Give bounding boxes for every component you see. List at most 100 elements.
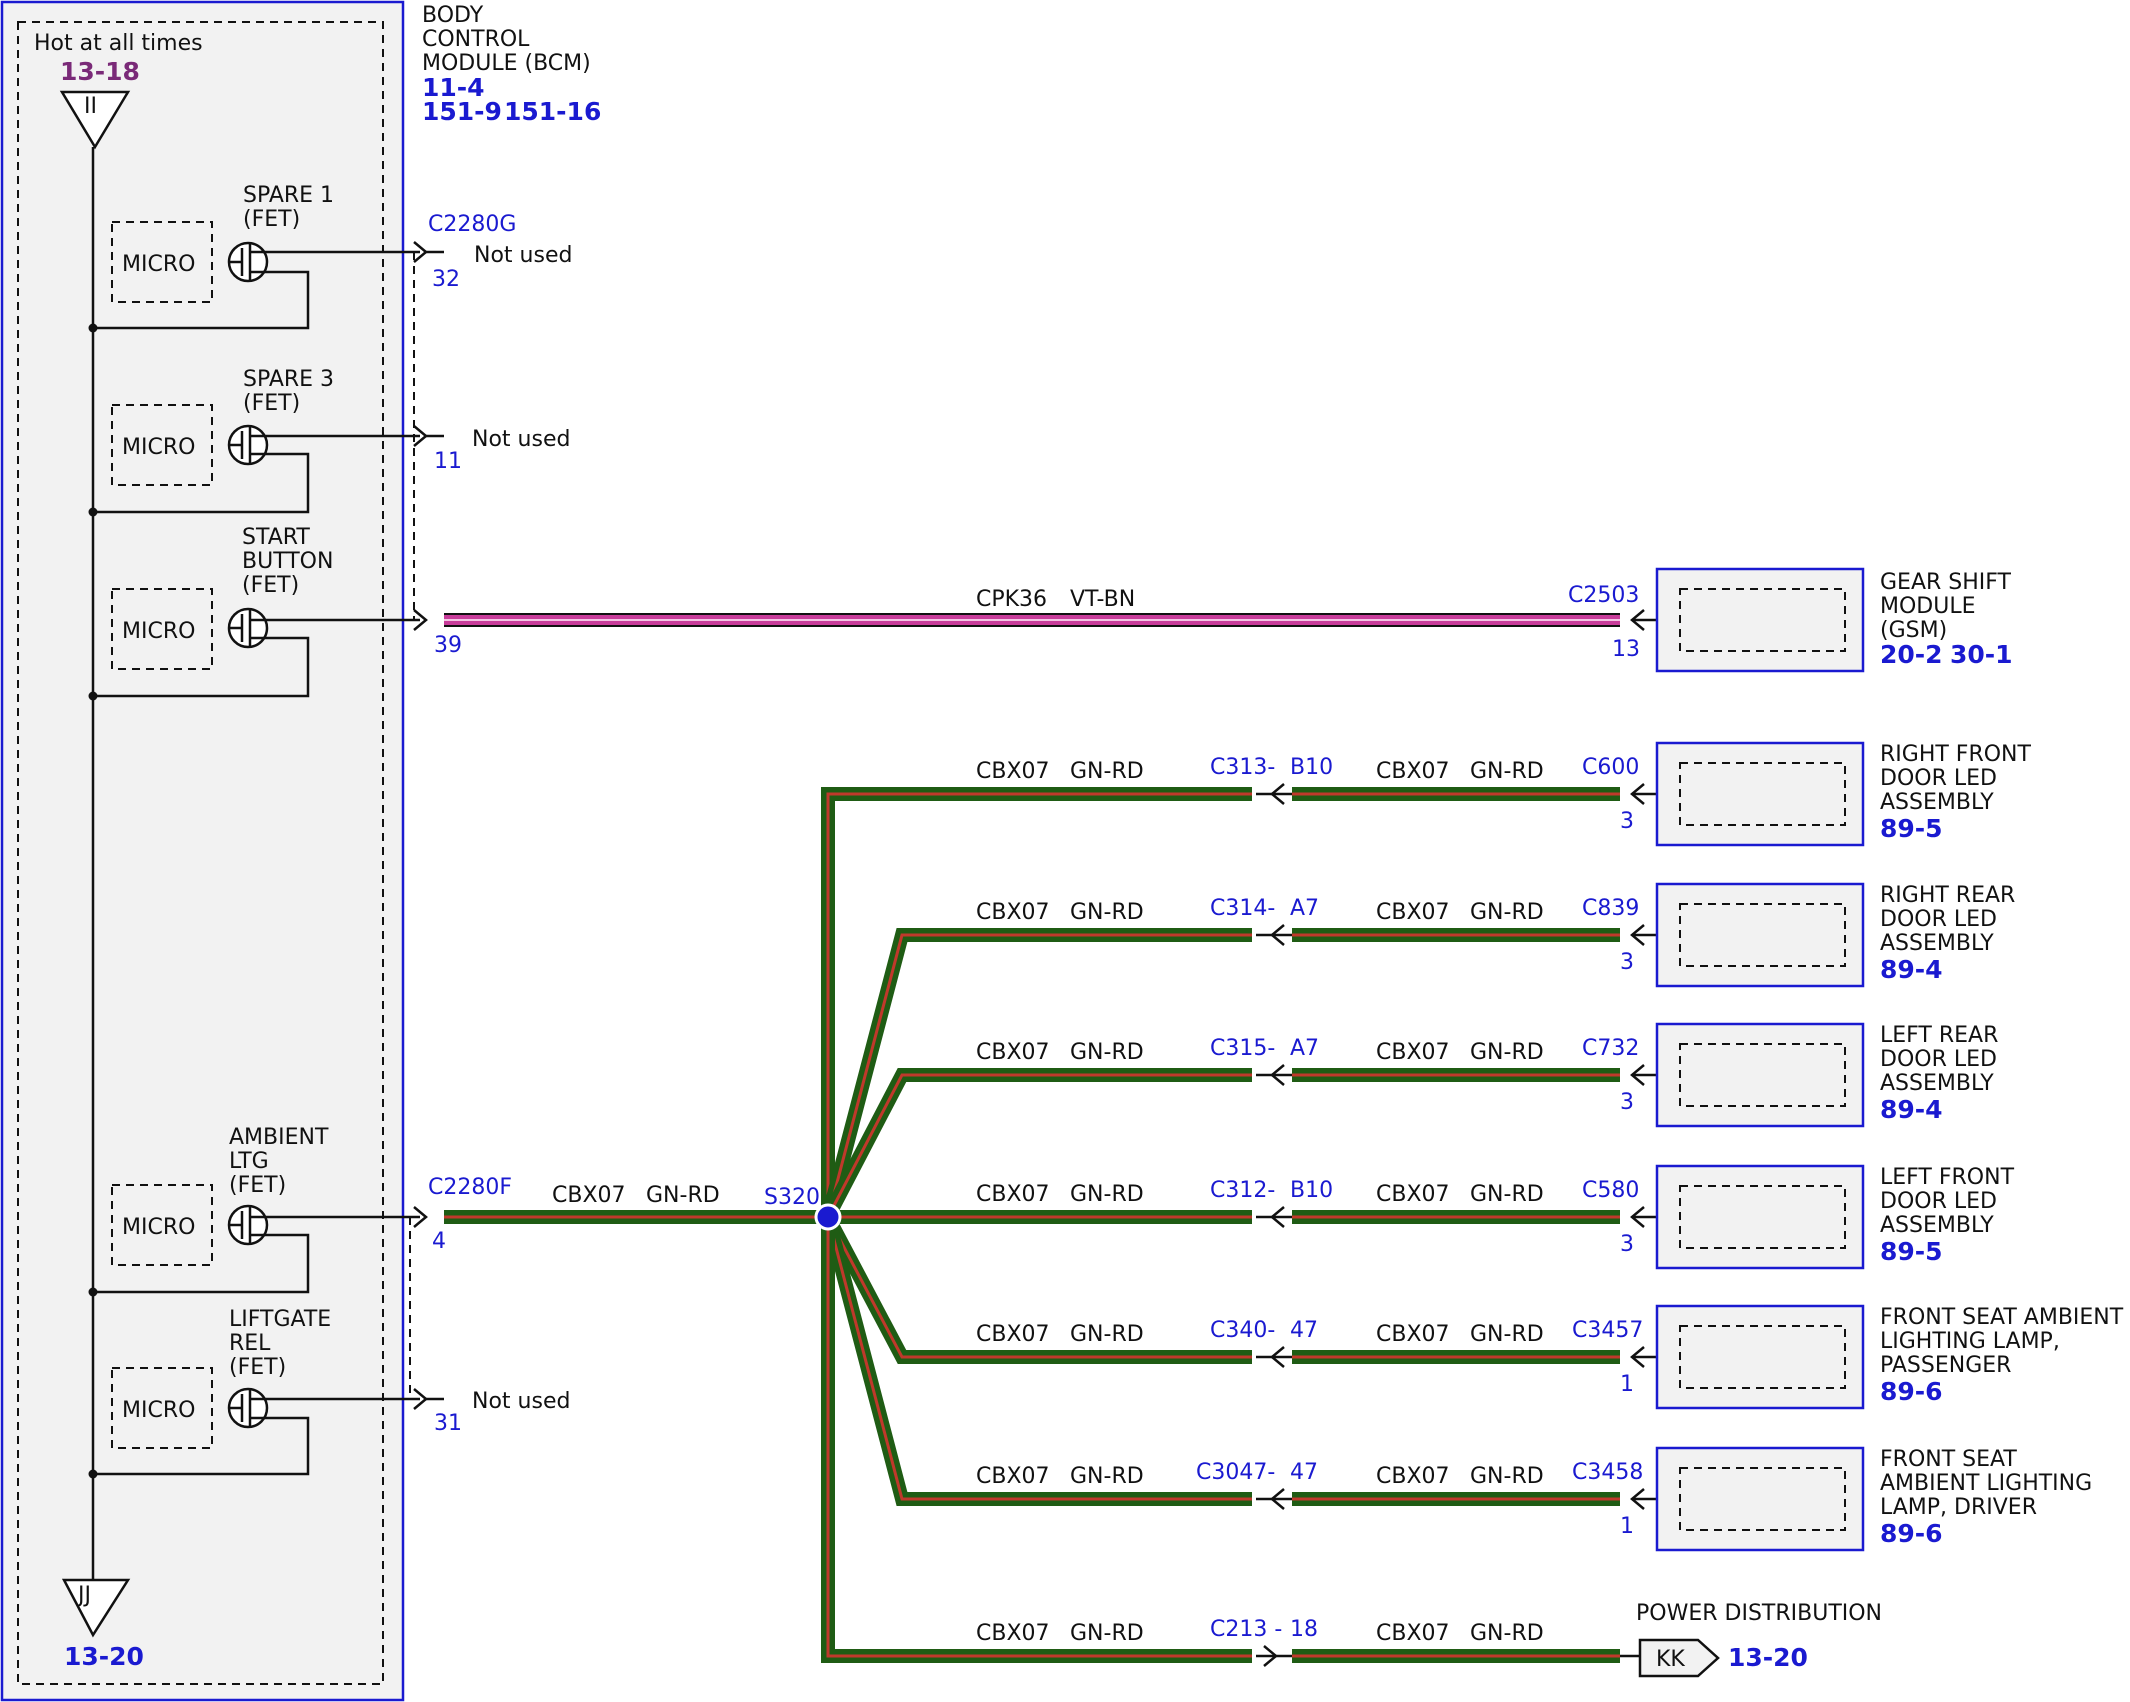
gsm-wire-circuit: CPK36 <box>976 587 1047 612</box>
pin-4: 4 <box>432 1229 446 1254</box>
splice-label[interactable]: S320 <box>764 1185 820 1210</box>
gsm-name: GEAR SHIFT <box>1880 570 2012 595</box>
inline-pin: 47 <box>1290 1460 1318 1485</box>
branch-wire-circuit: CBX07 <box>1376 1182 1450 1207</box>
branch-wire-stripe <box>826 1216 1252 1359</box>
branch-wire-stripe <box>826 1217 1252 1658</box>
pin-31: 31 <box>434 1411 462 1436</box>
micro-box <box>111 221 213 303</box>
main-wire: CBX07 GN-RD S320 <box>444 1183 828 1224</box>
splice-s320-dot[interactable] <box>814 1203 842 1231</box>
bcm-title-line1: BODY <box>422 3 484 28</box>
end-module-ref[interactable]: 89-4 <box>1880 955 1943 984</box>
branch-wire-stripe <box>826 792 1252 1217</box>
branch-wire-color: GN-RD <box>1470 1182 1544 1207</box>
end-module-ref[interactable]: 89-6 <box>1880 1377 1943 1406</box>
end-connector-c839[interactable]: C839 <box>1582 896 1639 921</box>
pin-39: 39 <box>434 633 462 658</box>
end-module-ref[interactable]: 89-4 <box>1880 1095 1943 1124</box>
end-pin: 3 <box>1620 950 1634 975</box>
end-module-ref[interactable]: 89-6 <box>1880 1519 1943 1548</box>
end-connector-c3457[interactable]: C3457 <box>1572 1318 1643 1343</box>
connector-arrow-icon <box>413 609 428 631</box>
end-pin: 3 <box>1620 1232 1634 1257</box>
inline-connector-c312[interactable]: C312- <box>1210 1178 1275 1203</box>
end-module-name: ASSEMBLY <box>1880 1071 1994 1096</box>
inline-connector-c314[interactable]: C314- <box>1210 896 1275 921</box>
end-module-name: DOOR LED <box>1880 766 1997 791</box>
branch-wire-color: GN-RD <box>1070 1182 1144 1207</box>
channel-name: BUTTON <box>242 549 333 574</box>
branch-wire-circuit: CBX07 <box>976 759 1050 784</box>
branch-wire-color: GN-RD <box>1070 900 1144 925</box>
gsm-wire: CPK36 VT-BN C2503 13 <box>444 583 1680 662</box>
end-connector-c580[interactable]: C580 <box>1582 1178 1639 1203</box>
inline-connector-c213[interactable]: C213 - <box>1210 1617 1282 1642</box>
inline-connector-c3047[interactable]: C3047- <box>1196 1460 1275 1485</box>
channel-name: LTG <box>229 1149 269 1174</box>
hot-source-ref[interactable]: 13-18 <box>60 57 140 86</box>
micro-label: MICRO <box>122 1398 195 1423</box>
branch-wire-circuit: CBX07 <box>1376 900 1450 925</box>
channel-name: (FET) <box>229 1355 286 1380</box>
branch-wire-color: GN-RD <box>1070 1464 1144 1489</box>
end-module-ref[interactable]: 89-5 <box>1880 1237 1943 1266</box>
end-module-name: DOOR LED <box>1880 907 1997 932</box>
channel-ambient-ltg: MICRO AMBIENT LTG (FET) C2280F 4 <box>88 1125 512 1297</box>
branch-wire-circuit: CBX07 <box>976 1322 1050 1347</box>
end-module-name: LEFT REAR <box>1880 1023 1998 1048</box>
branch-wire-circuit: CBX07 <box>976 1621 1050 1646</box>
power-distribution-ref[interactable]: 13-20 <box>1728 1643 1808 1672</box>
channel-name: SPARE 1 <box>243 183 334 208</box>
inline-connector-c340[interactable]: C340- <box>1210 1318 1275 1343</box>
not-used-label: Not used <box>472 427 570 452</box>
channel-name: LIFTGATE <box>229 1307 331 1332</box>
branch-wire-color: GN-RD <box>1470 1464 1544 1489</box>
inline-pin: A7 <box>1290 896 1319 921</box>
branch-wire-circuit: CBX07 <box>976 1182 1050 1207</box>
micro-box <box>111 588 213 670</box>
connector-c2503[interactable]: C2503 <box>1568 583 1639 608</box>
micro-box <box>111 1367 213 1449</box>
inline-connector-c313[interactable]: C313- <box>1210 755 1275 780</box>
end-module-name: DOOR LED <box>1880 1047 1997 1072</box>
gsm-ref-2[interactable]: 30-1 <box>1950 640 2013 669</box>
inline-pin: A7 <box>1290 1036 1319 1061</box>
gsm-wire-color: VT-BN <box>1070 587 1135 612</box>
bcm-ref-1[interactable]: 11-4 <box>422 73 485 102</box>
inline-connector-c315[interactable]: C315- <box>1210 1036 1275 1061</box>
branch-wire-circuit: CBX07 <box>1376 1322 1450 1347</box>
channel-name: REL <box>229 1331 271 1356</box>
channel-liftgate-rel: MICRO LIFTGATE REL (FET) 31 Not used <box>88 1307 570 1479</box>
micro-label: MICRO <box>122 435 195 460</box>
ground-out-triangle-icon <box>61 1578 131 1638</box>
end-connector-c3458[interactable]: C3458 <box>1572 1460 1643 1485</box>
end-module-ref[interactable]: 89-5 <box>1880 814 1943 843</box>
channel-spare-1: MICRO SPARE 1 (FET) C2280G 32 Not used <box>88 183 572 333</box>
power-distribution-tag[interactable]: KK POWER DISTRIBUTION 13-20 <box>1636 1601 1882 1678</box>
bcm-ref-3[interactable]: 151-16 <box>504 97 601 126</box>
end-connector-c600[interactable]: C600 <box>1582 755 1639 780</box>
micro-box <box>111 404 213 486</box>
end-module-name: ASSEMBLY <box>1880 790 1994 815</box>
end-pin: 3 <box>1620 1090 1634 1115</box>
pin-13: 13 <box>1612 637 1640 662</box>
bcm-ref-2[interactable]: 151-9 <box>422 97 502 126</box>
connector-c2280f[interactable]: C2280F <box>428 1175 512 1200</box>
gsm-module[interactable]: GEAR SHIFT MODULE (GSM) 20-2 30-1 <box>1655 567 2013 673</box>
connector-c2280g[interactable]: C2280G <box>428 212 516 237</box>
ground-out-ref[interactable]: 13-20 <box>64 1642 144 1671</box>
gsm-ref-1[interactable]: 20-2 <box>1880 640 1943 669</box>
end-module-name: AMBIENT LIGHTING <box>1880 1471 2092 1496</box>
bcm-module-box <box>0 0 405 1702</box>
end-connector-c732[interactable]: C732 <box>1582 1036 1639 1061</box>
channel-name: (FET) <box>243 391 300 416</box>
branch-wire-color: GN-RD <box>1470 1621 1544 1646</box>
